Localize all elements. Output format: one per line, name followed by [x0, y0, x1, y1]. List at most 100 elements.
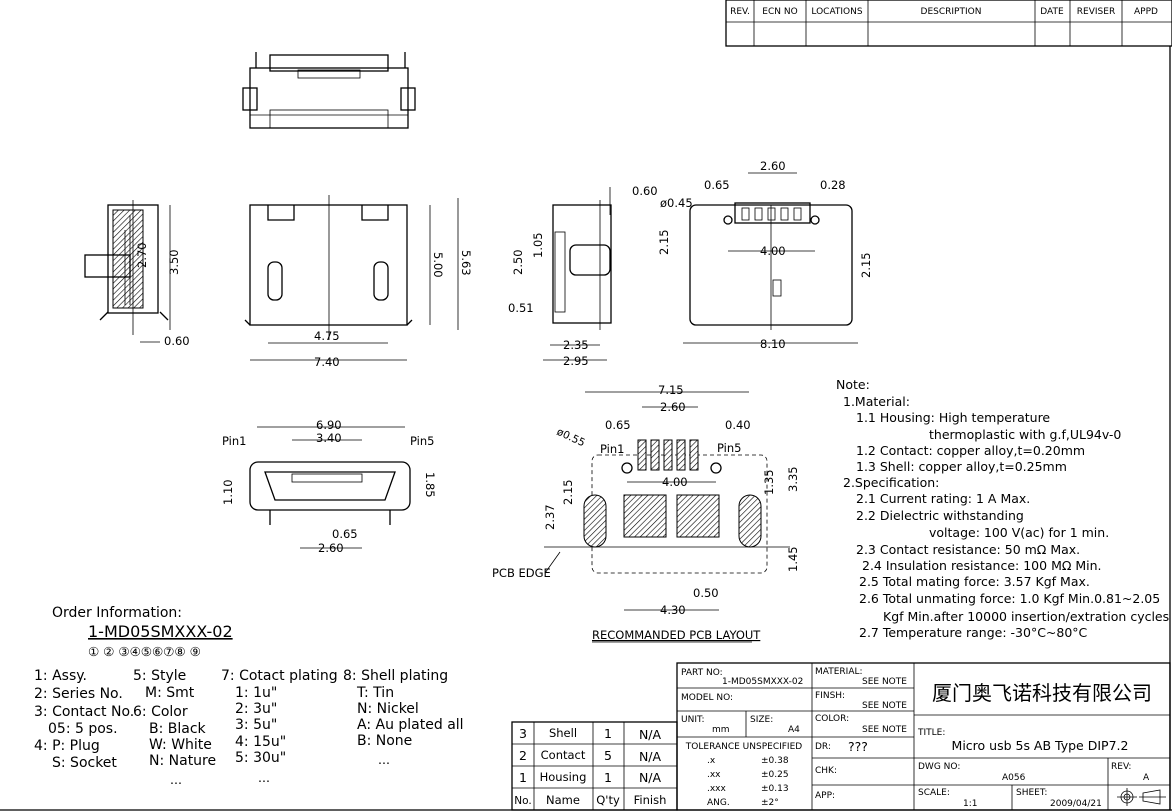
model-no-label: MODEL NO: [681, 693, 733, 703]
scale-label: SCALE: [918, 788, 950, 798]
company-name: 厦门奥飞诺科技有限公司 [932, 681, 1152, 705]
tolerance-key: .xx [707, 770, 721, 780]
rev-label: REV: [1111, 762, 1131, 772]
bom-name: Contact [541, 748, 586, 762]
order-item: 6: Color [133, 704, 188, 720]
pin5-label: Pin5 [410, 434, 434, 448]
order-item: 2: 3u" [235, 701, 277, 717]
bottom-view: 2.60 0.65 0.28 ø0.45 2.15 4.00 2.15 8.10 [657, 159, 873, 351]
dim-1.05: 1.05 [531, 232, 545, 258]
dim-2.60-face: 2.60 [318, 541, 344, 555]
pcb-layout-view: 7.15 2.60 0.65 0.40 ø0.55 Pin1 Pin5 4.00… [492, 383, 800, 643]
bom-finish: N/A [639, 727, 662, 742]
bom-finish: N/A [639, 770, 662, 785]
order-code-markers: ① ② ③④⑤⑥⑦⑧ ⑨ [88, 644, 201, 659]
finish-label: FINSH: [815, 691, 845, 701]
dim-2.95: 2.95 [563, 354, 589, 368]
order-item: 5: Style [133, 668, 186, 684]
pcb-pin1-label: Pin1 [600, 442, 624, 456]
bom-qty: 1 [604, 770, 612, 785]
sheet-label: SHEET: [1016, 788, 1047, 798]
note-line: 2.Specification: [843, 475, 939, 490]
revision-table: REV. ECN NO LOCATIONS DESCRIPTION DATE R… [725, 0, 1172, 47]
dim-0.60-right: 0.60 [632, 184, 658, 198]
order-item: N: Nickel [357, 701, 419, 717]
order-item: 8: Shell plating [343, 668, 448, 684]
dim-2.15-pcb: 2.15 [561, 479, 575, 505]
note-line: 2.7 Temperature range: -30°C~80°C [859, 625, 1088, 640]
pcb-pin5-label: Pin5 [717, 441, 741, 455]
note-line: 2.1 Current rating: 1 A Max. [856, 491, 1030, 506]
dr-label: DR: [815, 742, 831, 752]
size-value: A4 [788, 725, 800, 735]
appd-header: APPD [1134, 7, 1158, 17]
title-label: TITLE: [917, 728, 945, 738]
part-no-label: PART NO: [681, 668, 723, 678]
dim-2.70: 2.70 [135, 242, 149, 268]
dim-8.10: 8.10 [760, 337, 786, 351]
note-line: 1.1 Housing: High temperature [856, 410, 1050, 425]
projection-symbol-icon [1117, 788, 1166, 806]
note-line: 2.6 Total unmating force: 1.0 Kgf Min.0.… [859, 591, 1160, 606]
ecn-header: ECN NO [762, 7, 797, 17]
dr-value: ??? [848, 739, 868, 754]
dwg-no-label: DWG NO: [918, 762, 960, 772]
chk-label: CHK: [815, 766, 837, 776]
note-line: 1.3 Shell: copper alloy,t=0.25mm [856, 459, 1067, 474]
dim-4.00-bottom: 4.00 [760, 244, 786, 258]
order-item: 4: 15u" [235, 734, 286, 750]
bom-header: Finish [634, 793, 667, 807]
front-view: 5.00 5.63 4.75 7.40 [244, 195, 473, 369]
dim-2.15-right: 2.15 [859, 252, 873, 278]
note-line: voltage: 100 V(ac) for 1 min. [929, 525, 1109, 540]
rev-value: A [1143, 773, 1150, 783]
app-label: APP: [815, 791, 835, 801]
order-item: A: Au plated all [357, 717, 464, 733]
dim-2.35: 2.35 [563, 338, 589, 352]
bom-name: Shell [549, 726, 577, 740]
dim-2.15-left: 2.15 [657, 229, 671, 255]
note-line: 2.2 Dielectric withstanding [856, 508, 1024, 523]
order-code: 1-MD05SMXXX-02 [88, 622, 233, 641]
dim-0.65-pcb: 0.65 [605, 418, 631, 432]
note-line: thermoplastic with g.f,UL94v-0 [929, 427, 1121, 442]
note-line: 2.3 Contact resistance: 50 mΩ Max. [856, 542, 1080, 557]
bom-header: No. [514, 795, 531, 807]
dim-hole-0.45: ø0.45 [660, 196, 693, 210]
pcb-edge-label: PCB EDGE [492, 566, 551, 580]
tolerance-value: ±0.38 [761, 756, 789, 766]
unit-value: mm [712, 725, 730, 735]
size-label: SIZE: [750, 715, 773, 725]
sheet-value: 2009/04/21 [1050, 799, 1102, 809]
part-no-value: 1-MD05SMXXX-02 [722, 677, 803, 687]
material-value: SEE NOTE [862, 677, 907, 687]
description-header: DESCRIPTION [921, 7, 982, 17]
dwg-no-value: A056 [1002, 773, 1026, 783]
dim-0.40: 0.40 [725, 418, 751, 432]
notes: Note: 1.Material: 1.1 Housing: High temp… [836, 377, 1169, 640]
dim-hole-0.55: ø0.55 [555, 426, 587, 449]
dim-4.30: 4.30 [660, 603, 686, 617]
mating-face-view: 6.90 3.40 Pin1 Pin5 1.10 1.85 0.65 2.60 [221, 418, 437, 555]
dim-0.28: 0.28 [820, 178, 846, 192]
dim-3.35: 3.35 [786, 466, 800, 492]
right-side-view: 0.60 1.05 2.50 0.51 2.35 2.95 [508, 184, 658, 368]
order-information: Order Information: 1-MD05SMXXX-02 ① ② ③④… [34, 605, 464, 787]
order-info-title: Order Information: [52, 605, 182, 621]
order-item: ... [170, 772, 182, 787]
dim-1.35: 1.35 [762, 469, 776, 495]
bom-qty: 5 [604, 748, 612, 763]
bom-no: 2 [519, 748, 527, 763]
bom-header: Q'ty [596, 793, 620, 807]
scale-value: 1:1 [963, 799, 977, 809]
tolerance-title: TOLERANCE UNSPECIFIED [685, 742, 802, 752]
order-item: T: Tin [356, 685, 394, 701]
bom-no: 3 [519, 726, 527, 741]
bom-finish: N/A [639, 749, 662, 764]
dim-3.40: 3.40 [316, 431, 342, 445]
date-header: DATE [1040, 7, 1064, 17]
tolerance-value: ±0.13 [761, 784, 789, 794]
dim-0.65-face: 0.65 [332, 527, 358, 541]
order-item: B: Black [149, 721, 207, 737]
